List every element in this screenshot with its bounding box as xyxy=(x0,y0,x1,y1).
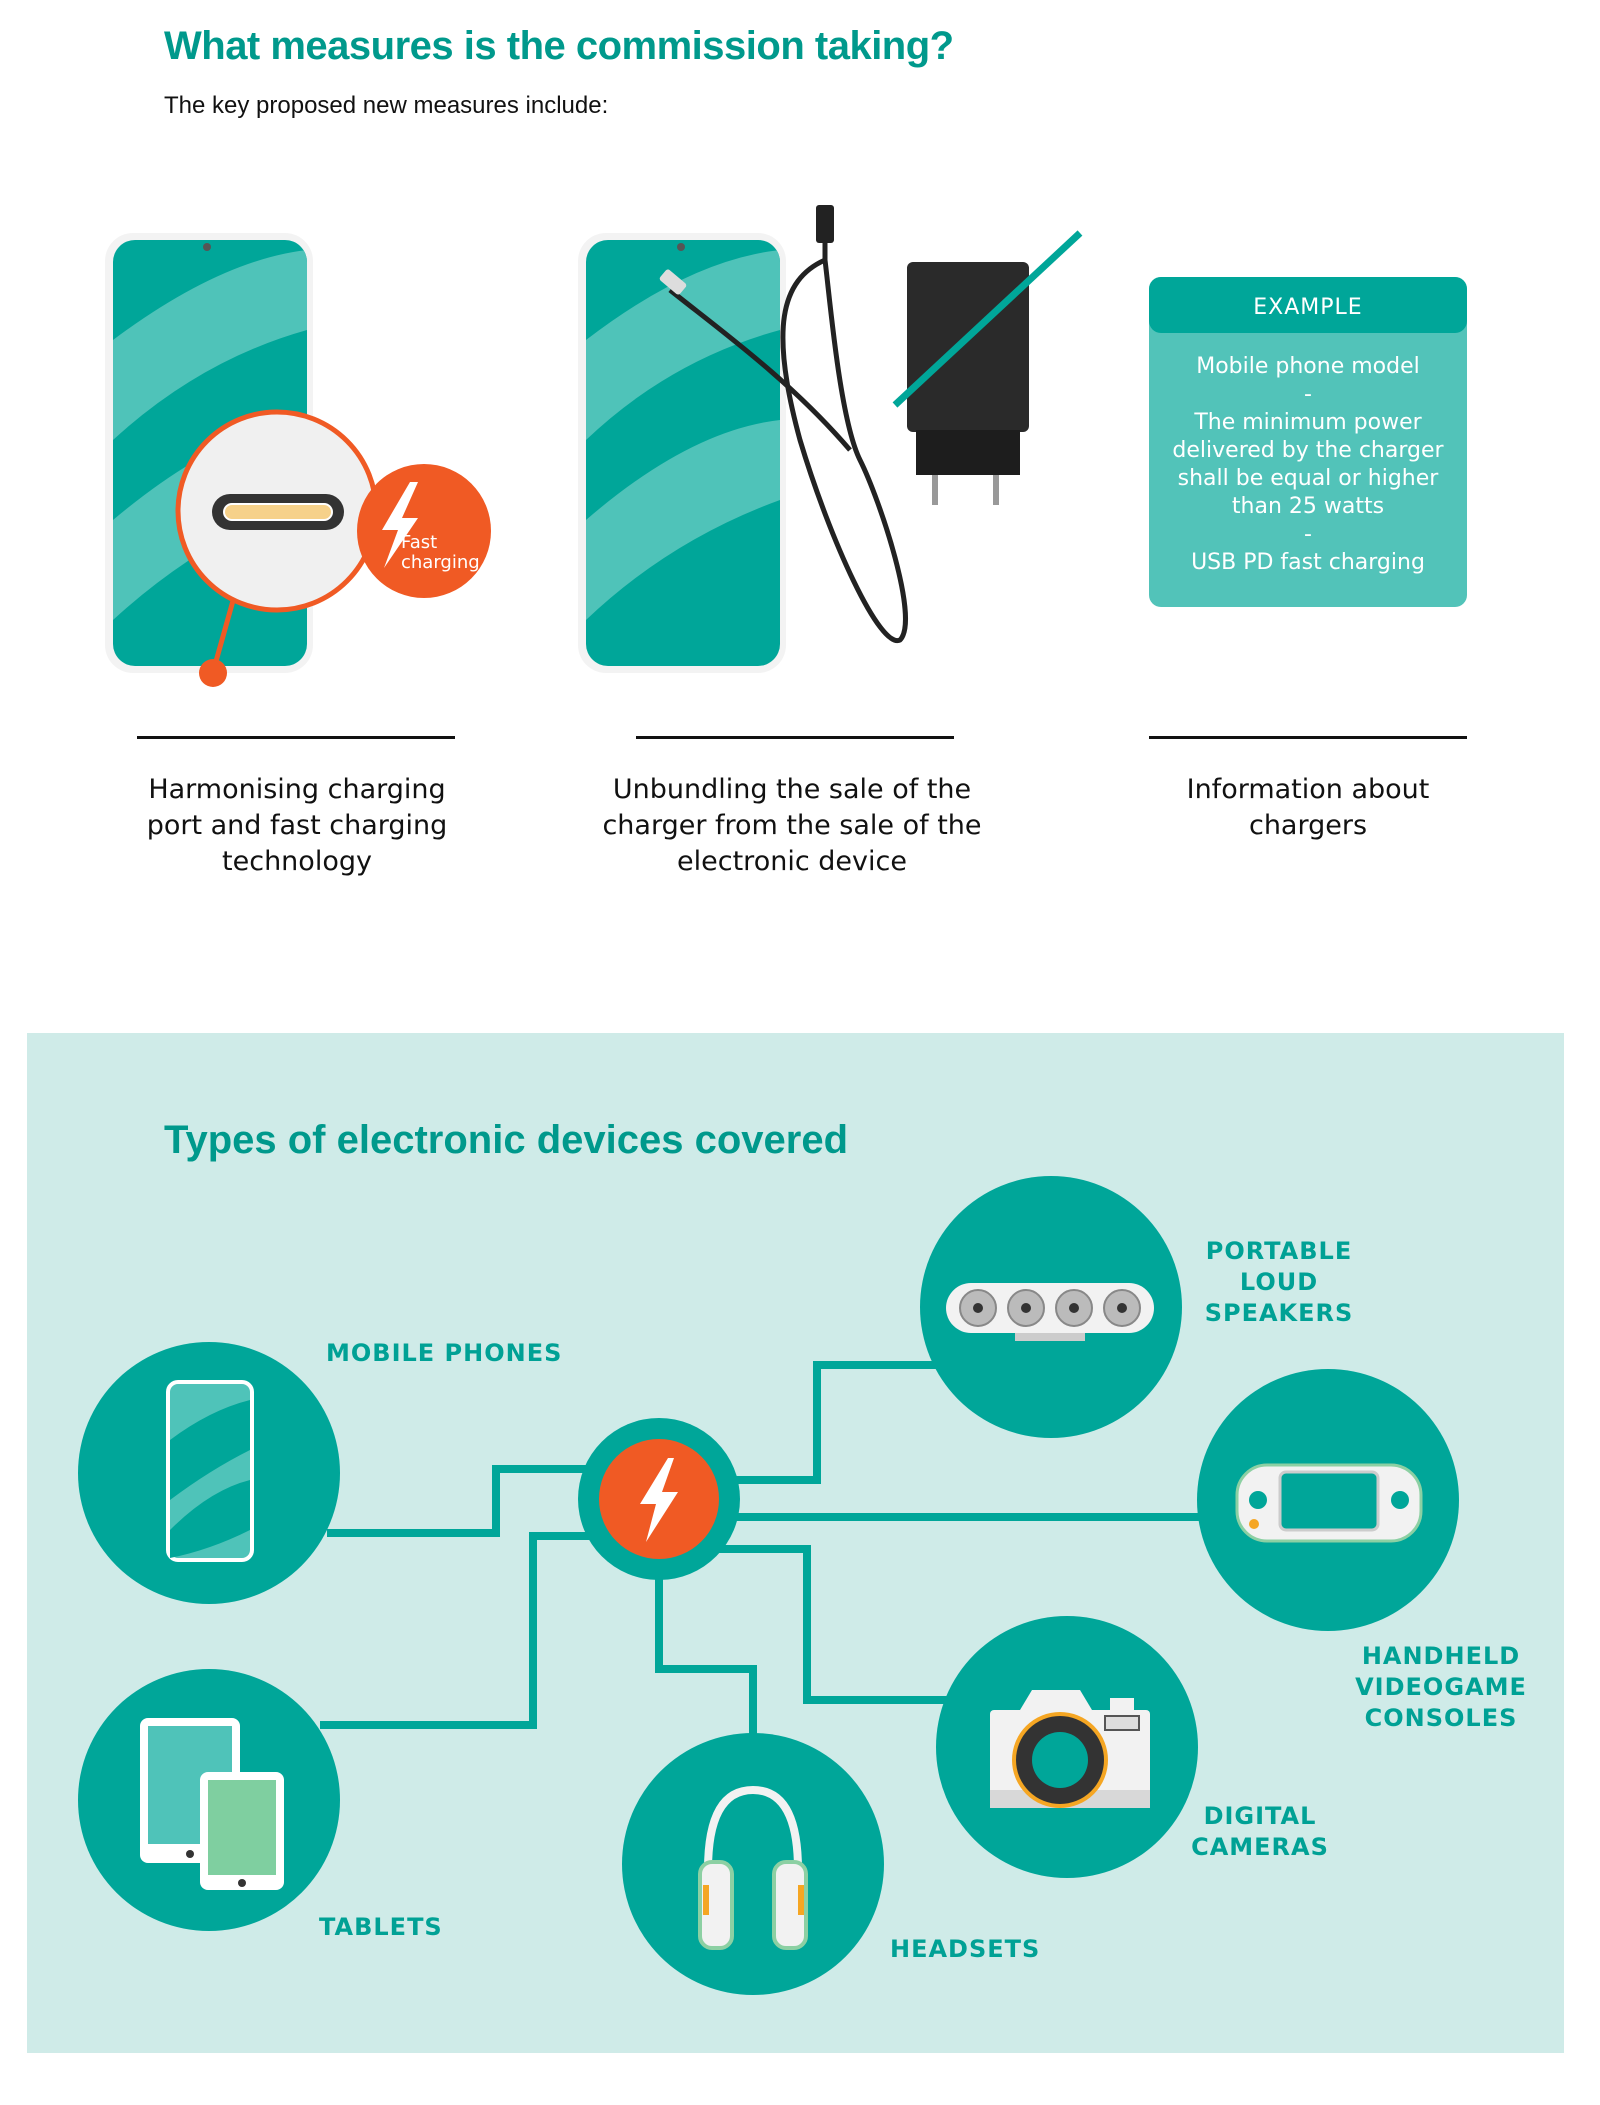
handheld-console-icon xyxy=(1235,1463,1423,1543)
page-subtitle: The key proposed new measures include: xyxy=(164,92,609,119)
divider xyxy=(636,736,954,739)
portable-speaker-icon xyxy=(946,1283,1154,1341)
fast-charging-badge xyxy=(357,464,491,598)
lightning-icon xyxy=(382,482,418,568)
connector-lines xyxy=(320,1361,1205,1740)
label-headsets: HEADSETS xyxy=(890,1935,1041,1963)
tablet-icon xyxy=(140,1718,284,1890)
divider xyxy=(137,736,455,739)
page-title: What measures is the commission taking? xyxy=(164,24,954,68)
strike-through-line xyxy=(892,230,1083,408)
example-line: The minimum power xyxy=(1194,410,1422,435)
example-heading: EXAMPLE xyxy=(1149,277,1467,333)
separator: - xyxy=(1304,382,1312,407)
example-line: Mobile phone model xyxy=(1196,354,1420,379)
example-line: than 25 watts xyxy=(1231,494,1385,519)
camera-icon xyxy=(990,1690,1150,1808)
usb-cable-icon xyxy=(668,240,908,643)
headset-icon xyxy=(698,1785,808,1950)
separator: - xyxy=(1304,522,1312,547)
lightning-icon xyxy=(640,1458,678,1542)
example-box: EXAMPLE Mobile phone model - The minimum… xyxy=(1149,277,1467,607)
mobile-phone-icon xyxy=(166,1380,254,1562)
example-line: delivered by the charger xyxy=(1172,438,1444,463)
devices-title: Types of electronic devices covered xyxy=(164,1118,849,1162)
label-tablets: TABLETS xyxy=(319,1913,443,1941)
example-line: shall be equal or higher xyxy=(1177,466,1439,491)
measures-illustrations xyxy=(105,205,1083,687)
label-mobile-phones: MOBILE PHONES xyxy=(326,1339,563,1367)
divider xyxy=(1149,736,1467,739)
example-line: USB PD fast charging xyxy=(1191,550,1425,575)
pointer-dot xyxy=(199,659,227,687)
